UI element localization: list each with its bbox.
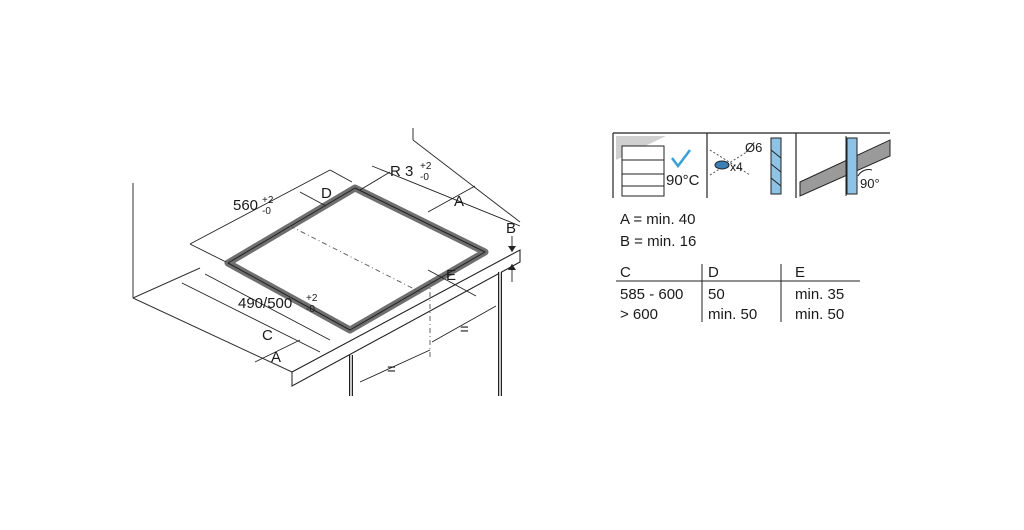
label-equal-2: =	[460, 321, 469, 338]
heat-resistance-panel: 90°C	[616, 136, 700, 197]
dim-line-a-bottom	[254, 339, 301, 363]
dim-line-a-top	[371, 165, 521, 227]
label-depth-tol-minus: -0	[306, 304, 315, 315]
label-a-top: A	[454, 193, 464, 210]
label-depth: 490/500	[238, 295, 292, 312]
wall-floor-line	[132, 267, 201, 299]
radius-leader	[359, 171, 391, 191]
table-header-c: C	[620, 264, 631, 281]
drill-vertical-icon	[846, 137, 858, 195]
dim-line-e	[427, 269, 477, 297]
table-cell: min. 35	[795, 286, 844, 303]
screw-icon	[714, 160, 730, 170]
label-depth-tol-plus: +2	[306, 293, 318, 304]
requirement-a: A = min. 40	[620, 211, 695, 228]
temp-label: 90°C	[666, 172, 700, 189]
table-cell: min. 50	[795, 306, 844, 323]
dim-line-c	[181, 282, 321, 353]
drill-flutes	[770, 149, 782, 187]
label-b: B	[506, 220, 516, 237]
label-radius-tol-plus: +2	[420, 161, 432, 172]
label-width-tol-plus: +2	[262, 195, 274, 206]
worktop-back-edge	[412, 139, 521, 223]
worktop-section	[799, 139, 891, 197]
table-cell: 50	[708, 286, 725, 303]
label-equal-1: =	[387, 361, 396, 378]
angle-panel: 90°	[799, 136, 891, 197]
table-cell: > 600	[620, 306, 658, 323]
table-header-d: D	[708, 264, 719, 281]
clearance-table: C D E 585 - 600 50 min. 35 > 600 min. 50…	[616, 264, 860, 323]
instruction-panels: 90°C x4 Ø6 90° A = min. 40 B = min. 16	[612, 132, 891, 323]
label-radius-tol-minus: -0	[420, 172, 429, 183]
label-radius: R 3	[390, 163, 413, 180]
label-d: D	[321, 185, 332, 202]
dim-line-width	[189, 169, 331, 245]
dim-line-equal-2	[431, 305, 497, 343]
worktop-left-edge	[132, 297, 293, 373]
dim-b-arrowhead-2	[508, 264, 516, 270]
cutout-outline	[227, 187, 486, 331]
table-cell: 585 - 600	[620, 286, 683, 303]
dim-line-depth	[204, 273, 331, 341]
label-a-bottom: A	[271, 349, 281, 366]
drill-bit-icon	[770, 137, 782, 195]
center-line-1	[289, 225, 421, 293]
drill-label: Ø6	[745, 140, 762, 155]
label-width: 560	[233, 197, 258, 214]
label-c: C	[262, 327, 273, 344]
worktop-drawing: 560 +2 -0 D R 3 +2 -0 A B E 490/500 +2 -…	[132, 128, 521, 396]
dim-ext-width-2	[329, 169, 353, 183]
angle-label: 90°	[860, 176, 880, 191]
dim-ext-width-1	[189, 243, 227, 263]
screws-label: x4	[730, 160, 743, 174]
dim-line-equal-1	[359, 349, 431, 383]
angle-arc-icon	[857, 169, 873, 177]
check-icon	[671, 149, 691, 169]
material-block	[621, 145, 665, 197]
label-e: E	[446, 267, 456, 284]
label-width-tol-minus: -0	[262, 206, 271, 217]
dim-b-arrowhead-1	[508, 246, 516, 252]
dim-line-d	[299, 191, 327, 207]
dim-a-top-tick	[427, 185, 476, 213]
table-header-e: E	[795, 264, 805, 281]
screw-panel: x4 Ø6	[709, 137, 782, 195]
table-cell: min. 50	[708, 306, 757, 323]
requirement-b: B = min. 16	[620, 233, 696, 250]
